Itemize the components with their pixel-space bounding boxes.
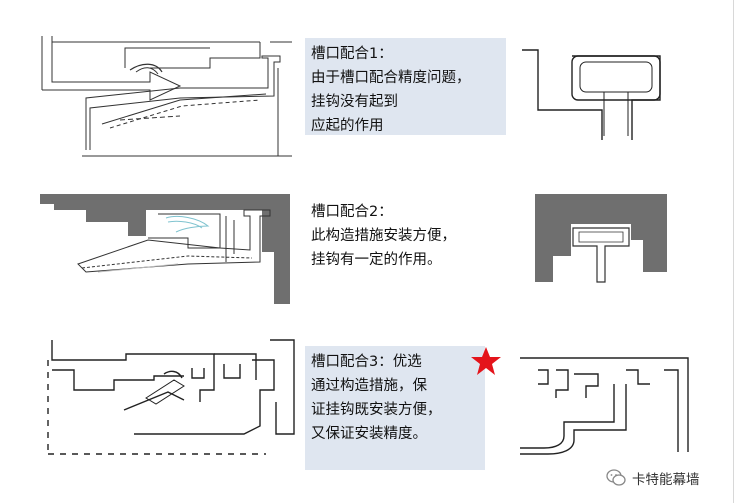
note-slot-fit-3: 槽口配合3：优选 通过构造措施，保 证挂钩既安装方便， 又保证安装精度。 — [305, 346, 485, 470]
wechat-icon — [606, 469, 626, 486]
note-line: 挂钩没有起到 — [311, 94, 398, 110]
note-slot-fit-2: 槽口配合2： 此构造措施安装方便， 挂钩有一定的作用。 — [305, 196, 506, 276]
note-slot-fit-1: 槽口配合1： 由于槽口配合精度问题， 挂钩没有起到 应起的作用 — [305, 38, 506, 135]
profile-drawing-1 — [41, 36, 292, 157]
note-line: 槽口配合3：优选 — [311, 354, 422, 370]
note-line: 通过构造措施，保 — [311, 378, 427, 394]
note-line: 应起的作用 — [311, 118, 384, 134]
frame-edge — [733, 0, 734, 503]
watermark-text: 卡特能幕墙 — [632, 472, 700, 488]
profile-drawing-2 — [40, 194, 290, 304]
note-line: 此构造措施安装方便， — [311, 228, 456, 244]
note-line: 证挂钩既安装方便， — [311, 402, 442, 418]
watermark: 卡特能幕墙 — [606, 466, 700, 490]
profile-detail-3 — [520, 357, 689, 455]
note-line: 槽口配合2： — [311, 204, 393, 220]
note-line: 由于槽口配合精度问题， — [311, 70, 471, 86]
profile-detail-2 — [535, 194, 667, 283]
note-line: 挂钩有一定的作用。 — [311, 252, 442, 268]
star-icon — [471, 347, 501, 375]
profile-detail-1 — [522, 49, 661, 140]
note-line: 槽口配合1： — [311, 46, 393, 62]
profile-drawing-3 — [47, 339, 295, 455]
note-line: 又保证安装精度。 — [311, 426, 427, 442]
